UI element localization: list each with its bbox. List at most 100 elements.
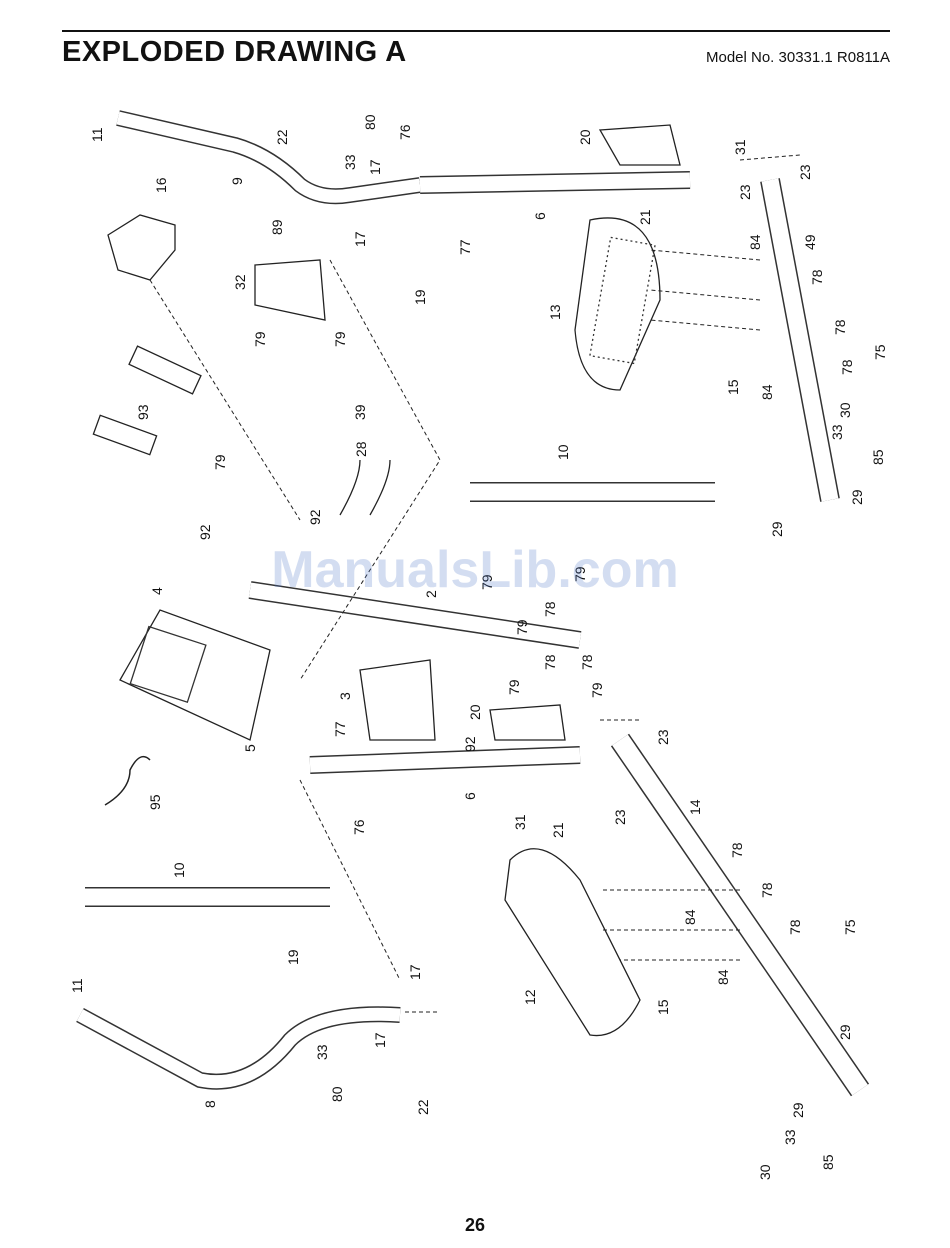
callout: 33 bbox=[782, 1129, 798, 1145]
callout: 49 bbox=[802, 234, 818, 250]
callout: 20 bbox=[577, 129, 593, 145]
callout: 80 bbox=[329, 1086, 345, 1102]
cover-20-lower bbox=[489, 704, 566, 741]
callout: 78 bbox=[787, 919, 803, 935]
callout: 15 bbox=[725, 379, 741, 395]
page-header: EXPLODED DRAWING A Model No. 30331.1 R08… bbox=[62, 30, 890, 72]
callout: 30 bbox=[837, 402, 853, 418]
callout: 84 bbox=[759, 384, 775, 400]
callout: 80 bbox=[362, 114, 378, 130]
callout: 22 bbox=[415, 1099, 431, 1115]
callout: 78 bbox=[839, 359, 855, 375]
callout: 20 bbox=[467, 704, 483, 720]
callout: 30 bbox=[757, 1164, 773, 1180]
callout: 29 bbox=[837, 1024, 853, 1040]
callout: 10 bbox=[555, 444, 571, 460]
callout: 84 bbox=[682, 909, 698, 925]
callout: 77 bbox=[332, 721, 348, 737]
callout: 78 bbox=[579, 654, 595, 670]
callout: 85 bbox=[870, 449, 886, 465]
pedal-left bbox=[504, 848, 641, 1037]
console bbox=[119, 609, 271, 741]
callout: 84 bbox=[715, 969, 731, 985]
callout: 79 bbox=[252, 331, 268, 347]
callout: 95 bbox=[147, 794, 163, 810]
model-number: Model No. 30331.1 R0811A bbox=[705, 49, 890, 66]
callout: 76 bbox=[351, 819, 367, 835]
page-title: EXPLODED DRAWING A bbox=[62, 36, 407, 68]
callout: 33 bbox=[314, 1044, 330, 1060]
page-number: 26 bbox=[464, 1215, 486, 1235]
shroud-32 bbox=[254, 259, 326, 321]
callout: 12 bbox=[522, 989, 538, 1005]
callout: 77 bbox=[457, 239, 473, 255]
grip-93-upper bbox=[128, 345, 202, 395]
callout: 89 bbox=[269, 219, 285, 235]
shroud-3 bbox=[359, 659, 436, 741]
callout: 5 bbox=[242, 744, 258, 752]
callout: 79 bbox=[589, 682, 605, 698]
callout: 2 bbox=[423, 590, 439, 598]
callout: 78 bbox=[729, 842, 745, 858]
callout: 78 bbox=[809, 269, 825, 285]
callout: 10 bbox=[171, 862, 187, 878]
callout: 23 bbox=[797, 164, 813, 180]
callout: 6 bbox=[462, 792, 478, 800]
callout: 6 bbox=[532, 212, 548, 220]
callout: 92 bbox=[462, 736, 478, 752]
callout: 92 bbox=[197, 524, 213, 540]
callout: 17 bbox=[407, 964, 423, 980]
cable-28 bbox=[339, 459, 391, 516]
callout: 11 bbox=[89, 127, 105, 142]
callout: 33 bbox=[829, 424, 845, 440]
cover-20-upper bbox=[598, 124, 681, 166]
cable-95 bbox=[104, 755, 151, 806]
callout: 31 bbox=[512, 814, 528, 830]
callout: 23 bbox=[737, 184, 753, 200]
callout: 75 bbox=[872, 344, 888, 360]
callout: 19 bbox=[412, 289, 428, 305]
shroud-16 bbox=[107, 214, 176, 281]
callout: 79 bbox=[572, 566, 588, 582]
callout: 22 bbox=[274, 129, 290, 145]
callout: 15 bbox=[655, 999, 671, 1015]
callout: 19 bbox=[285, 949, 301, 965]
callout: 75 bbox=[842, 919, 858, 935]
callout: 17 bbox=[352, 231, 368, 247]
callout: 8 bbox=[202, 1100, 218, 1108]
callout: 93 bbox=[135, 404, 151, 420]
callout: 17 bbox=[372, 1032, 388, 1048]
callout: 33 bbox=[342, 154, 358, 170]
callout: 79 bbox=[506, 679, 522, 695]
callout: 29 bbox=[849, 489, 865, 505]
callout: 85 bbox=[820, 1154, 836, 1170]
callout: 78 bbox=[542, 654, 558, 670]
callout: 79 bbox=[332, 331, 348, 347]
callout: 4 bbox=[149, 587, 165, 595]
callout: 3 bbox=[337, 692, 353, 700]
callout: 9 bbox=[229, 177, 245, 185]
callout: 79 bbox=[514, 619, 530, 635]
callout: 84 bbox=[747, 234, 763, 250]
callout: 39 bbox=[352, 404, 368, 420]
callout: 32 bbox=[232, 274, 248, 290]
callout: 29 bbox=[769, 521, 785, 537]
callout: 23 bbox=[655, 729, 671, 745]
callouts: 11 9 22 80 76 33 17 6 31 20 23 23 16 89 … bbox=[69, 114, 888, 1180]
callout: 14 bbox=[687, 799, 703, 815]
callout: 29 bbox=[790, 1102, 806, 1118]
grip-93-lower bbox=[92, 414, 158, 456]
callout: 78 bbox=[832, 319, 848, 335]
callout: 11 bbox=[69, 978, 85, 993]
callout: 23 bbox=[612, 809, 628, 825]
callout: 76 bbox=[397, 124, 413, 140]
callout: 16 bbox=[153, 177, 169, 193]
callout: 28 bbox=[353, 441, 369, 457]
callout: 79 bbox=[479, 574, 495, 590]
callout: 78 bbox=[759, 882, 775, 898]
callout: 21 bbox=[637, 209, 653, 225]
callout: 21 bbox=[550, 822, 566, 838]
callout: 92 bbox=[307, 509, 323, 525]
pedal-right bbox=[574, 217, 661, 391]
